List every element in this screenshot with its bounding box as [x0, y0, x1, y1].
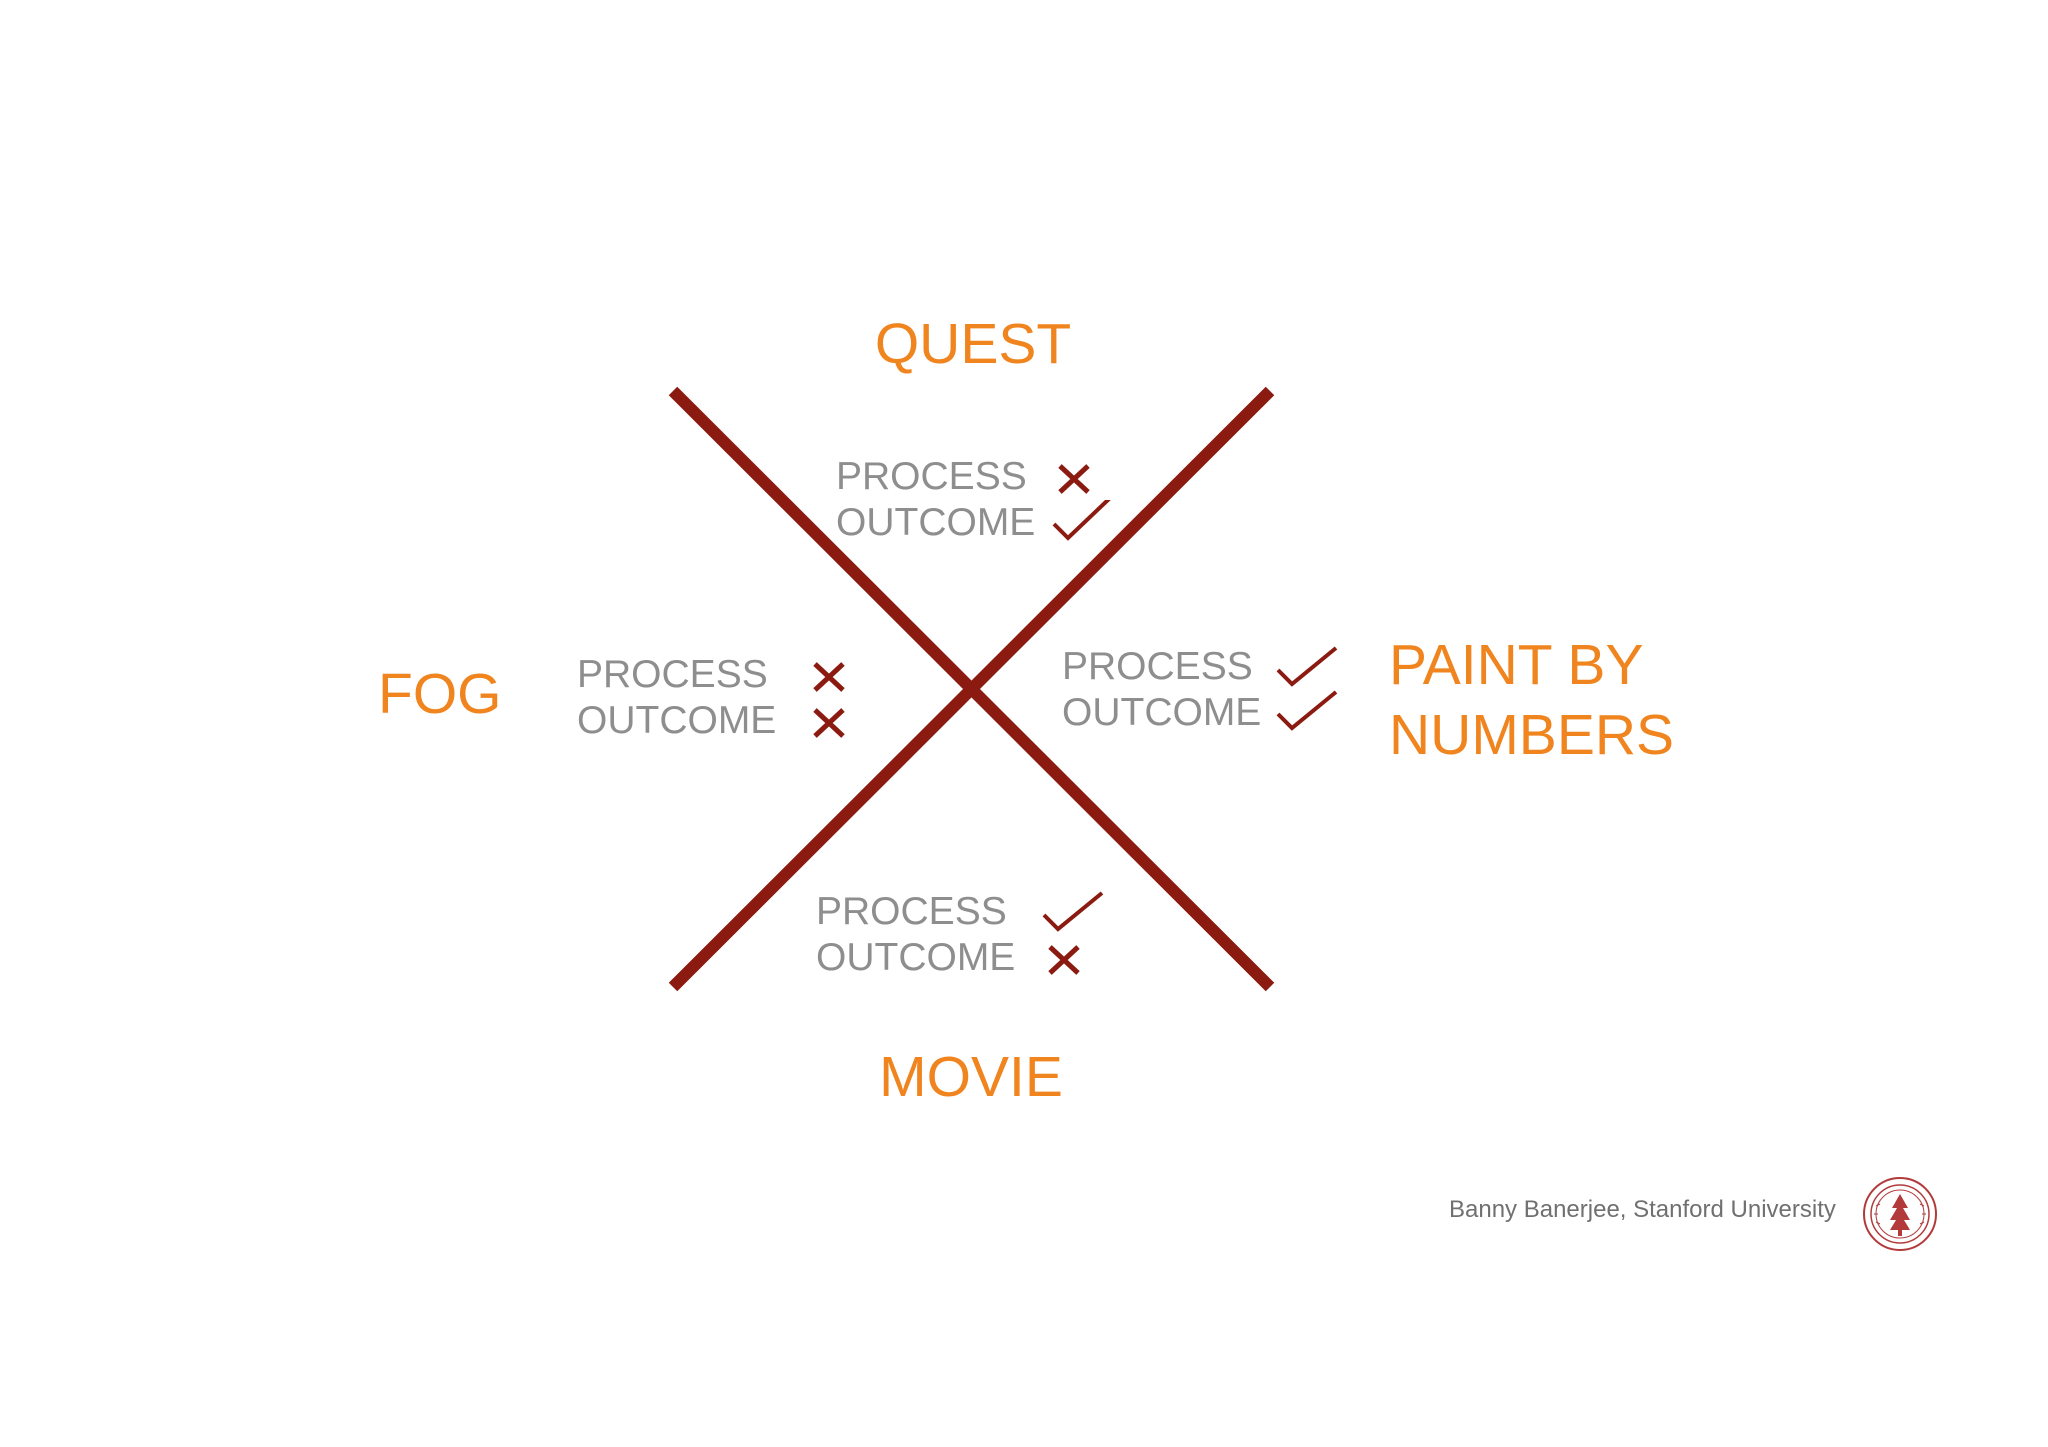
process-row: PROCESS — [816, 889, 1104, 935]
label-quest: QUEST — [874, 312, 1072, 376]
outcome-row: OUTCOME — [816, 935, 1080, 981]
outcome-row: OUTCOME — [836, 500, 1111, 546]
x-icon — [813, 708, 845, 738]
check-icon — [1052, 500, 1111, 541]
process-row: PROCESS — [1062, 644, 1338, 690]
credit-text: Banny Banerjee, Stanford University — [1449, 1196, 1836, 1223]
process-label: PROCESS — [1062, 645, 1253, 688]
quadrant-quest: PROCESS OUTCOME — [836, 454, 1111, 546]
quadrant-fog: PROCESS OUTCOME — [577, 652, 845, 744]
outcome-label: OUTCOME — [577, 699, 777, 742]
check-icon — [1276, 646, 1338, 687]
label-paint-by-line1: PAINT BY — [1389, 633, 1644, 697]
university-seal-icon — [1863, 1177, 1937, 1251]
outcome-row: OUTCOME — [577, 698, 845, 744]
label-movie: MOVIE — [879, 1045, 1063, 1109]
outcome-label: OUTCOME — [836, 501, 1036, 544]
outcome-row: OUTCOME — [1062, 690, 1338, 736]
label-paint-by-numbers: PAINT BY NUMBERS — [1389, 630, 1674, 770]
x-icon — [1058, 464, 1090, 494]
x-icon — [813, 662, 845, 692]
label-fog: FOG — [378, 662, 502, 726]
label-paint-by-line2: NUMBERS — [1389, 703, 1675, 767]
process-label: PROCESS — [836, 455, 1027, 498]
x-icon — [1048, 945, 1080, 975]
process-label: PROCESS — [816, 890, 1007, 933]
outcome-label: OUTCOME — [1062, 691, 1262, 734]
check-icon — [1276, 690, 1338, 731]
diagonal-line-ascending — [668, 386, 1275, 992]
quadrant-movie: PROCESS OUTCOME — [816, 889, 1104, 981]
check-icon — [1042, 891, 1104, 932]
quadrant-paint-by-numbers: PROCESS OUTCOME — [1062, 644, 1338, 736]
process-row: PROCESS — [577, 652, 845, 698]
outcome-label: OUTCOME — [816, 936, 1016, 979]
process-row: PROCESS — [836, 454, 1090, 500]
process-label: PROCESS — [577, 653, 768, 696]
